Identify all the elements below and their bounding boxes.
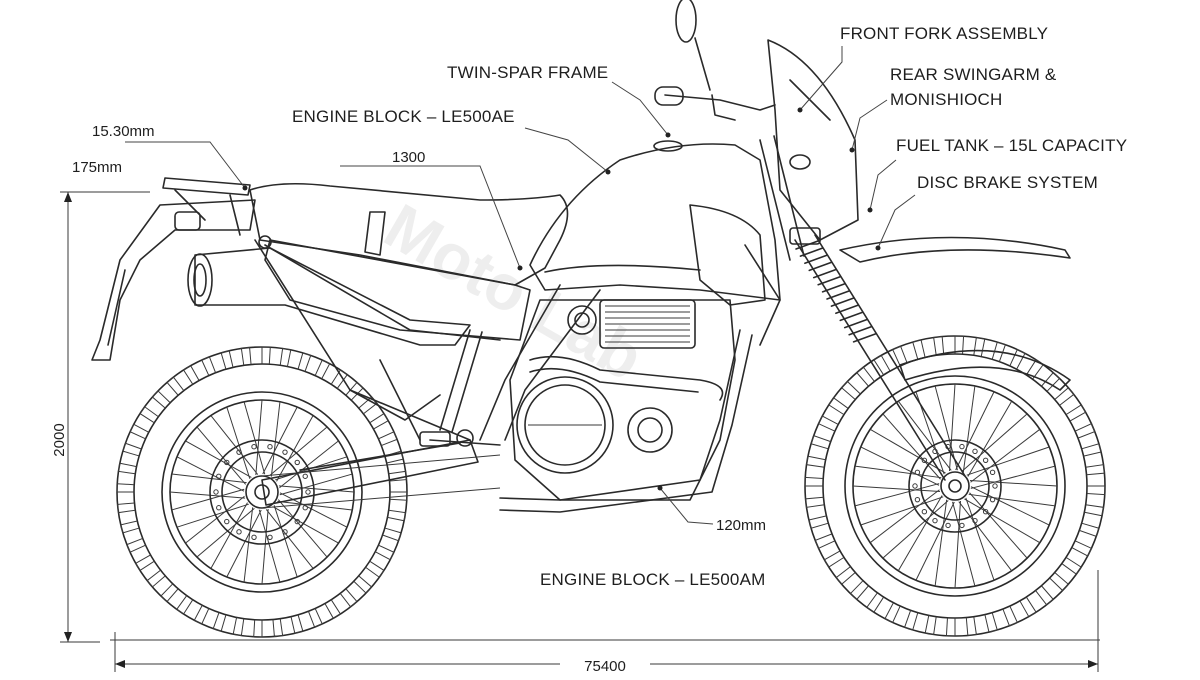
front-fork <box>759 135 966 481</box>
luggage-rack <box>162 177 251 236</box>
height-dimension: 2000 <box>51 191 150 643</box>
front-wheel <box>804 335 1106 637</box>
fuel-tank <box>529 140 781 306</box>
leader-lines <box>125 46 916 525</box>
headlight <box>789 154 811 170</box>
engine <box>419 299 736 501</box>
dimension-175mm: 175mm <box>72 159 122 176</box>
rear-brake-disc <box>209 439 315 545</box>
mirror <box>675 0 711 91</box>
label-twin-spar-frame: TWIN-SPAR FRAME <box>447 63 608 82</box>
label-front-fork-assembly: FRONT FORK ASSEMBLY <box>840 24 1048 43</box>
dimension-15-30mm: 15.30mm <box>92 123 155 140</box>
rear-fender <box>91 199 256 361</box>
front-brake-disc <box>908 439 1002 533</box>
label-engine-block-top: ENGINE BLOCK – LE500AE <box>292 107 515 126</box>
height-dimension-label: 2000 <box>51 423 68 456</box>
label-engine-block-bottom: ENGINE BLOCK – LE500AM <box>540 570 766 589</box>
dimension-120mm: 120mm <box>716 517 766 534</box>
label-fuel-tank: FUEL TANK – 15L CAPACITY <box>896 136 1127 155</box>
rear-wheel <box>116 346 408 638</box>
label-rear-swingarm-line1: REAR SWINGARM & <box>890 65 1057 84</box>
label-disc-brake-system: DISC BRAKE SYSTEM <box>917 173 1098 192</box>
dimension-1300: 1300 <box>392 149 425 166</box>
fuel-cap <box>653 140 683 152</box>
muffler <box>187 247 471 346</box>
seat <box>249 182 569 341</box>
front-fairing <box>767 39 859 241</box>
label-rear-swingarm-line2: MONISHIOCH <box>890 90 1003 109</box>
length-dimension-label: 75400 <box>584 658 626 675</box>
handlebar <box>654 86 776 121</box>
front-fender <box>839 236 1071 391</box>
length-dimension: 75400 <box>114 570 1099 675</box>
